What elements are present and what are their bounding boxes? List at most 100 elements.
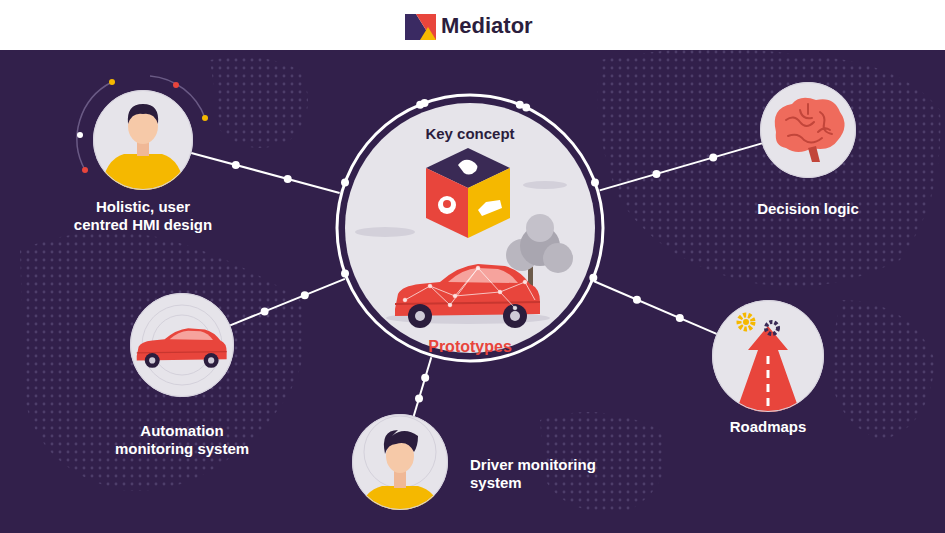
ring-dot xyxy=(421,99,429,107)
ring-dot xyxy=(591,179,599,187)
hmi-person-illustration xyxy=(202,115,208,121)
connector-line xyxy=(191,153,339,193)
connector-dot xyxy=(301,291,309,299)
topic-label: Holistic, user centred HMI design xyxy=(68,198,218,234)
brain-illustration xyxy=(808,146,820,162)
hmi-person-illustration xyxy=(82,167,88,173)
concept-illustration xyxy=(403,266,535,310)
brain-illustration xyxy=(775,98,845,152)
concept-heading: Key concept xyxy=(335,125,605,143)
roadmap-illustration xyxy=(767,356,770,412)
concept-illustration xyxy=(395,264,540,328)
hmi-person-illustration xyxy=(100,154,186,200)
connector-line xyxy=(600,143,762,190)
circle-border xyxy=(94,91,193,190)
hmi-person-illustration xyxy=(173,82,179,88)
concept-illustration xyxy=(428,284,432,288)
hmi-person-illustration xyxy=(109,79,115,85)
circle-outline xyxy=(130,293,234,397)
logo-icon xyxy=(405,14,436,40)
connector-dot xyxy=(415,394,423,402)
concept-illustration xyxy=(523,181,567,189)
circle-border xyxy=(713,301,824,412)
topic-label: Decision logic xyxy=(723,200,893,218)
world-map-dots xyxy=(20,49,941,512)
header-band xyxy=(0,0,945,50)
hmi-person-illustration xyxy=(77,76,208,200)
concept-illustration xyxy=(403,298,407,302)
world-map-dots xyxy=(598,49,941,287)
concept-illustration xyxy=(523,280,527,284)
driver-illustration xyxy=(352,414,448,520)
roadmap-illustration xyxy=(739,315,753,329)
circle-outline xyxy=(352,414,448,510)
concept-illustration xyxy=(458,160,477,175)
concept-circle: Key conceptPrototypes xyxy=(335,93,605,363)
concept-subtitle: Prototypes xyxy=(335,337,605,356)
concept-illustration xyxy=(453,294,457,298)
connector-dot xyxy=(232,161,240,169)
roadmap-illustration xyxy=(743,319,749,325)
brain-illustration xyxy=(786,104,832,143)
circle-outline xyxy=(760,82,856,178)
logo-icon xyxy=(420,27,436,40)
automation-car-illustration xyxy=(137,328,227,368)
connector-line xyxy=(594,281,717,334)
topic-circle: Driver monitoring system xyxy=(352,414,448,510)
hmi-person-illustration xyxy=(100,104,186,200)
roadmap-illustration xyxy=(712,300,824,415)
topic-circle: Holistic, user centred HMI design xyxy=(93,90,193,190)
concept-illustration xyxy=(405,268,535,308)
connector-dot xyxy=(709,153,717,161)
circle-border xyxy=(131,294,234,397)
topic-circle: Automation monitoring system xyxy=(130,293,234,397)
topic-label: Automation monitoring system xyxy=(107,422,257,458)
world-map-dots xyxy=(210,57,308,148)
circle-border xyxy=(761,83,856,178)
brain-illustration xyxy=(760,82,856,178)
logo-icon xyxy=(416,14,436,40)
diagram-title: Mediator xyxy=(441,13,533,39)
concept-illustration xyxy=(448,303,452,307)
concept-illustration xyxy=(355,227,415,237)
connector-line xyxy=(414,357,432,416)
concept-illustration xyxy=(438,196,456,214)
connector-dot xyxy=(261,307,269,315)
automation-car-illustration xyxy=(130,293,234,397)
driver-illustration xyxy=(364,416,436,488)
ring-dot xyxy=(522,103,530,111)
concept-illustration xyxy=(478,200,502,216)
concept-illustration xyxy=(443,200,451,208)
connector-dot xyxy=(652,170,660,178)
circle-outline xyxy=(93,90,193,190)
circle-border xyxy=(353,415,448,510)
roadmap-illustration xyxy=(735,326,801,415)
ring-dot xyxy=(341,269,349,277)
concept-illustration xyxy=(468,168,510,238)
ring-dot xyxy=(341,179,349,187)
roadmap-illustration xyxy=(766,322,778,334)
roadmap-illustration xyxy=(735,315,801,415)
connector-dot xyxy=(421,374,429,382)
world-map-dots xyxy=(830,300,935,440)
circle-outline xyxy=(712,300,824,412)
connector-dot xyxy=(284,175,292,183)
connector-dot xyxy=(676,314,684,322)
automation-car-illustration xyxy=(130,293,234,397)
topic-label: Driver monitoring system xyxy=(470,456,620,492)
connector-line xyxy=(230,279,345,326)
concept-illustration xyxy=(498,290,502,294)
driver-illustration xyxy=(384,430,418,454)
topic-circle: Roadmaps xyxy=(712,300,824,412)
concept-illustration xyxy=(526,214,554,242)
connector-dot xyxy=(633,296,641,304)
driver-illustration xyxy=(358,486,442,520)
concept-illustration xyxy=(543,243,573,273)
concept-illustration xyxy=(476,266,480,270)
topic-label: Roadmaps xyxy=(693,418,843,436)
hmi-person-illustration xyxy=(77,132,83,138)
automation-car-illustration xyxy=(137,305,227,385)
world-map-dots xyxy=(20,232,306,491)
concept-illustration xyxy=(426,168,468,238)
